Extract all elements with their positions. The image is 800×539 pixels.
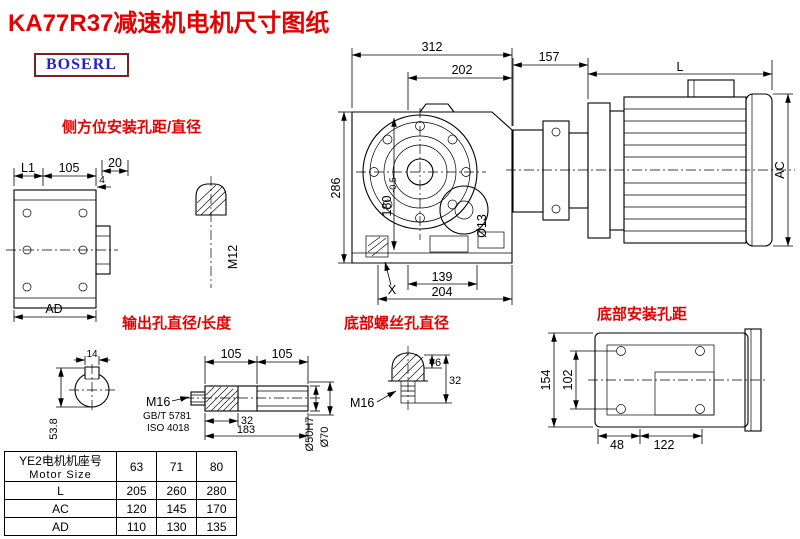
dim-main-width: 312 [422, 40, 443, 54]
dim-bolt-dia: Ø13 [475, 214, 489, 238]
table-row: L 205 260 280 [4, 481, 237, 500]
cell: 170 [196, 499, 237, 518]
dim-lv-width: 105 [59, 161, 80, 175]
table-header-row: YE2电机机座号 Motor Size 63 71 80 [4, 451, 237, 482]
dim-bv-w1: 48 [610, 438, 624, 452]
annotation-side-mount: 侧方位安装孔距/直径 [62, 119, 202, 136]
cell: 280 [196, 481, 237, 500]
output-shaft-detail: 14 53.8 105 105 M16 GB/T 5781 ISO 4018 [48, 347, 334, 451]
cell: 205 [116, 481, 157, 500]
dim-bv-w2: 122 [654, 438, 675, 452]
dim-lv-ad: AD [45, 302, 62, 316]
dim-key-depth: 53.8 [48, 418, 60, 439]
dim-main-height: 286 [329, 178, 343, 199]
row-label: AC [4, 499, 117, 518]
dim-motor-length: L [677, 60, 684, 74]
label-shaft-std2: ISO 4018 [147, 423, 190, 434]
cell: 145 [156, 499, 197, 518]
dim-flange-tolerance: -0.5 [388, 177, 398, 193]
dim-shaft-dia1: Ø50H7 [304, 417, 316, 452]
motor-view: 157 L AC [506, 50, 795, 247]
cell: 130 [156, 517, 197, 536]
dim-shaft-len1: 32 [241, 415, 253, 427]
dim-screw-h2: 32 [449, 375, 461, 387]
bottom-screw-detail: M16 6 32 [350, 346, 461, 410]
dim-shaft-dia2: Ø70 [319, 427, 331, 448]
annotation-output-hole: 输出孔直径/长度 [122, 315, 232, 332]
cell: 135 [196, 517, 237, 536]
page-title: KA77R37减速机电机尺寸图纸 [8, 10, 330, 37]
table-header-cell: YE2电机机座号 Motor Size [4, 451, 117, 482]
label-x-mark: X [388, 283, 397, 297]
dim-bv-h1: 154 [539, 370, 553, 391]
dim-main-inner-width: 202 [452, 63, 473, 77]
dim-shaft-seg1: 105 [221, 347, 242, 361]
annotation-bottom-screw: 底部螺丝孔直径 [344, 315, 450, 332]
label-shaft-thread: M16 [146, 395, 170, 409]
dim-side-thread: M12 [226, 245, 240, 269]
dim-side-width: 20 [108, 156, 122, 170]
table-col-71: 71 [156, 451, 197, 482]
row-label: AD [4, 517, 117, 536]
annotation-bottom-mount: 底部安装孔距 [597, 306, 688, 323]
cell: 260 [156, 481, 197, 500]
dim-shaft-seg2: 105 [272, 347, 293, 361]
dim-base-len1: 139 [432, 270, 453, 284]
dim-bv-h2: 102 [561, 370, 575, 391]
dim-adapter-length: 157 [539, 50, 560, 64]
dim-lv-l1: L1 [21, 161, 35, 175]
label-screw-thread: M16 [350, 396, 374, 410]
table-row: AD 110 130 135 [4, 517, 237, 536]
table-header-en: Motor Size [29, 469, 92, 481]
table-col-63: 63 [116, 451, 157, 482]
label-shaft-std1: GB/T 5781 [143, 411, 192, 422]
row-label: L [4, 481, 117, 500]
side-mount-detail: 20 M12 [101, 156, 240, 288]
boserl-logo: BOSERL [34, 53, 129, 77]
left-side-view: L1 105 4 AD [6, 161, 118, 322]
dim-motor-dia: AC [773, 161, 787, 178]
dim-flange-height: 180 [380, 196, 394, 217]
table-col-80: 80 [196, 451, 237, 482]
dim-shaft-len2: 183 [237, 424, 255, 436]
dim-base-len2: 204 [432, 285, 453, 299]
bottom-mount-view: 154 102 48 122 [539, 328, 768, 452]
dim-key-width: 14 [86, 349, 98, 360]
logo-text: BOSERL [46, 56, 117, 73]
table-header-cn: YE2电机机座号 [19, 454, 102, 468]
dim-screw-h1: 6 [435, 357, 441, 369]
main-view-gearbox: 312 202 286 180 -0.5 139 204 X Ø13 [329, 40, 513, 305]
table-row: AC 120 145 170 [4, 499, 237, 518]
cell: 110 [116, 517, 157, 536]
motor-size-table: YE2电机机座号 Motor Size 63 71 80 L 205 260 2… [4, 451, 237, 536]
cell: 120 [116, 499, 157, 518]
dim-lv-offset: 4 [99, 175, 105, 186]
